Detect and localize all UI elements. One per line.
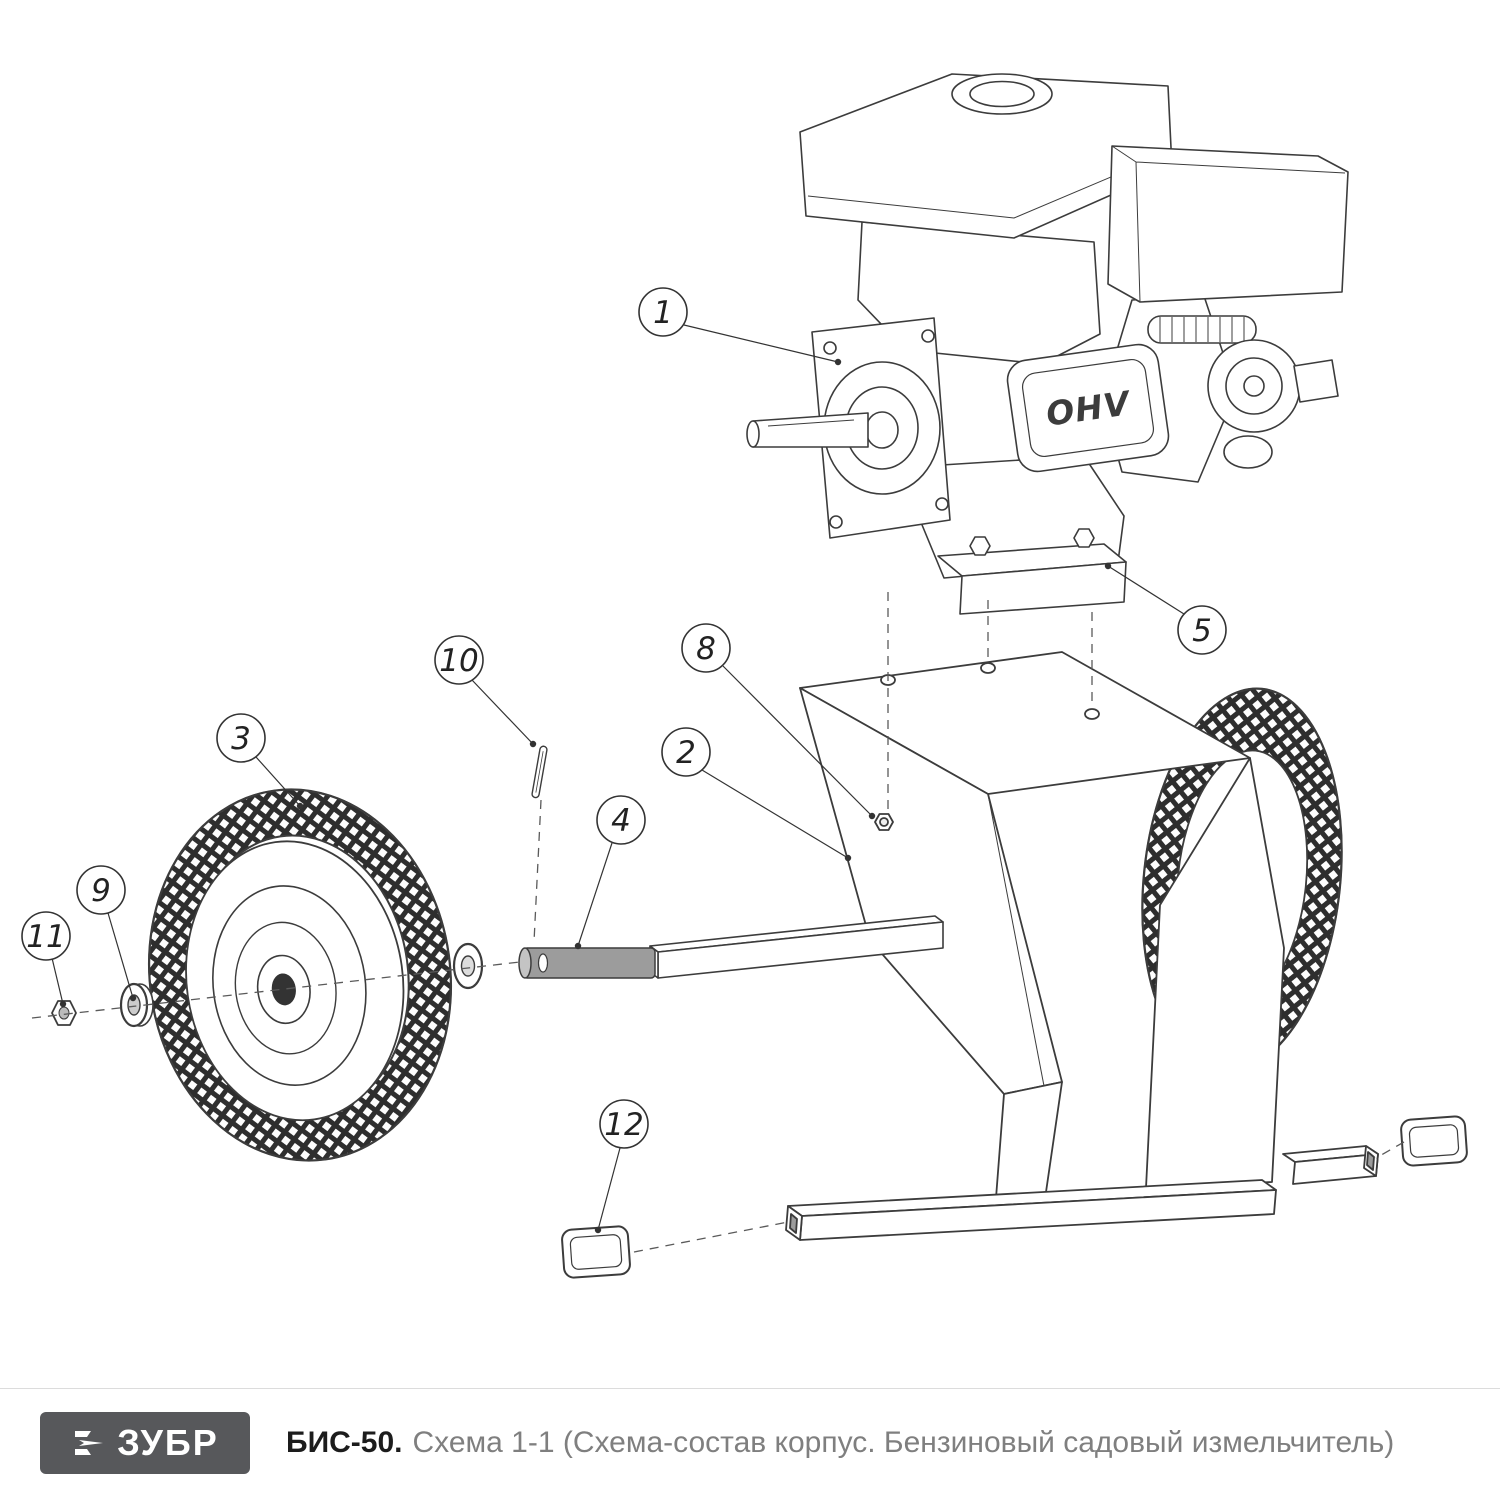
- callout-12: 12: [599, 1099, 649, 1149]
- zubr-logo: ЗУБР: [40, 1412, 250, 1474]
- svg-text:5: 5: [1192, 613, 1212, 649]
- svg-text:8: 8: [696, 631, 716, 667]
- callout-11: 11: [21, 911, 71, 961]
- axle-shaft: [518, 947, 656, 979]
- lower-support: [995, 1081, 1063, 1199]
- svg-text:4: 4: [611, 803, 631, 839]
- base-tube-front: [785, 1179, 1277, 1241]
- callout-3: 3: [216, 713, 266, 763]
- valve-cover: OHV: [1006, 343, 1170, 473]
- output-shaft: [752, 412, 869, 448]
- cotter-pin-10: [531, 745, 548, 799]
- callout-leaders: [51, 324, 1185, 1234]
- callout-1: 1: [638, 287, 688, 337]
- frame-housing: [799, 651, 1285, 1199]
- callout-4: 4: [596, 795, 646, 845]
- callout-5: 5: [1177, 605, 1227, 655]
- base-tube-back: [1282, 1145, 1379, 1185]
- svg-text:12: 12: [604, 1107, 643, 1143]
- footer: ЗУБР БИС-50. Схема 1-1 (Схема-состав корп…: [40, 1410, 1460, 1476]
- svg-text:9: 9: [91, 873, 111, 909]
- callout-2: 2: [661, 727, 711, 777]
- callout-10: 10: [434, 635, 484, 685]
- svg-text:1: 1: [653, 295, 673, 331]
- callout-8: 8: [681, 623, 731, 673]
- svg-text:10: 10: [439, 643, 478, 679]
- zubr-logo-icon: [75, 1431, 104, 1455]
- end-cap-right: [1400, 1115, 1468, 1167]
- spark-plug: [1293, 359, 1339, 403]
- footer-divider: [0, 1388, 1500, 1389]
- diagram-title: БИС-50. Схема 1-1 (Схема-состав корпус. Б…: [286, 1426, 1394, 1460]
- left-wheel: [147, 788, 453, 1162]
- diagram-title-text: Схема 1-1 (Схема-состав корпус. Бензинов…: [412, 1426, 1395, 1459]
- callout-9: 9: [76, 865, 126, 915]
- svg-text:3: 3: [231, 721, 251, 757]
- diagram-title-model: БИС-50.: [286, 1426, 403, 1459]
- svg-text:2: 2: [676, 735, 696, 771]
- zubr-logo-text: ЗУБР: [117, 1422, 219, 1463]
- washer-9: [119, 982, 154, 1028]
- engine-assembly: OHV: [746, 73, 1349, 615]
- axle-washer: [452, 942, 484, 990]
- end-cap-left: [561, 1225, 631, 1279]
- assembly-dashed-lines: [31, 592, 1405, 1253]
- air-filter: [1107, 145, 1349, 303]
- svg-text:11: 11: [26, 919, 65, 955]
- nut-11: [51, 1000, 77, 1026]
